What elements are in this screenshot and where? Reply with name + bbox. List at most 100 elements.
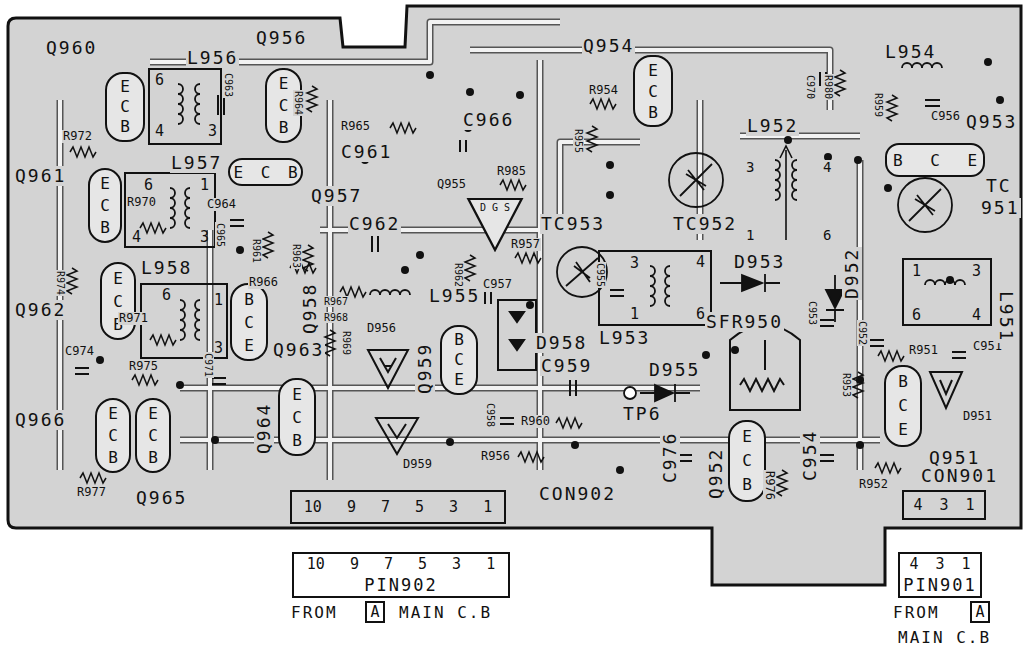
diode-symbol: [655, 385, 673, 401]
pin-text: 1: [630, 307, 639, 322]
pin-text: A: [370, 603, 379, 621]
part-label: TC952: [672, 214, 738, 234]
solder-pad: [96, 58, 1004, 474]
trimmer-capacitor: [680, 164, 712, 196]
pin-text: 4 3 1: [913, 496, 974, 514]
trimmer-capacitor: [898, 178, 952, 232]
diode-package: [930, 372, 962, 408]
coil-symbol: [650, 266, 655, 306]
capacitor-symbol: [925, 100, 940, 106]
pin-text: E C B: [119, 77, 131, 137]
part-label: C954: [800, 429, 820, 482]
component-box: A: [365, 601, 385, 623]
part-label: Q951: [928, 448, 981, 468]
solder-pad: [466, 88, 474, 96]
pin-text: 6: [912, 308, 921, 323]
copper-trace: [858, 160, 862, 470]
part-label: R957: [510, 238, 541, 251]
part-label: Q960: [45, 38, 98, 58]
part-label: FROM: [290, 604, 339, 622]
part-label: MAIN C.B: [897, 629, 992, 647]
resistor-symbol: [587, 126, 597, 152]
part-label: 3: [745, 160, 755, 175]
resistor-symbol: [263, 232, 273, 258]
transistor-outline: B C E: [230, 283, 268, 361]
pin-text: E C B: [741, 425, 753, 497]
part-label: R985: [496, 165, 527, 178]
resistor-symbol: [307, 86, 317, 112]
part-label: Q963: [272, 340, 325, 360]
solder-pad: [856, 441, 864, 449]
capacitor-symbol: [212, 378, 226, 384]
diode-package: [730, 325, 800, 410]
copper-trace: [538, 60, 542, 470]
part-label: R952: [858, 478, 889, 491]
part-label: D951: [962, 410, 993, 423]
pin-text: E C B: [233, 163, 297, 182]
solder-pad: [606, 161, 614, 169]
part-label: MAIN C.B: [398, 604, 493, 622]
pin-text: 3: [208, 124, 217, 139]
part-label: R951: [908, 344, 939, 357]
component-box: 10 9 7 5 3 1: [290, 490, 506, 524]
part-label: R964: [293, 90, 304, 116]
part-label: Q962: [14, 300, 67, 320]
capacitor-symbol: [75, 368, 89, 374]
resistor-symbol: [777, 470, 787, 496]
pin-text: 1: [200, 178, 209, 193]
coil-symbol: [195, 84, 200, 124]
part-label: CON901: [920, 466, 999, 486]
copper-trace: [207, 230, 214, 470]
copper-trace: [180, 386, 700, 390]
pin-text: 4: [972, 308, 981, 323]
solder-pad: [236, 246, 244, 254]
part-label: R967: [323, 296, 349, 307]
solder-pad: [984, 58, 992, 66]
part-label: D959: [402, 458, 433, 471]
pin-text: B C E: [893, 151, 977, 170]
resistor-symbol: [835, 70, 845, 96]
copper-trace: [180, 385, 700, 392]
transistor-outline: E C B: [633, 55, 673, 127]
part-label: C958: [485, 402, 496, 428]
part-label: D952: [842, 247, 862, 300]
resistor-symbol: [390, 123, 416, 133]
transistor-outline: E C B: [135, 398, 171, 473]
solder-pad: [884, 184, 892, 192]
part-label: C963: [223, 72, 234, 98]
resistor-symbol: [878, 351, 904, 361]
diode-symbol: [624, 387, 636, 399]
pin-text: 3: [972, 264, 981, 279]
coil-symbol: [180, 300, 185, 340]
pin-text: E C B: [647, 60, 659, 123]
part-label: R980: [823, 74, 834, 100]
pin-text: E C B: [278, 73, 290, 139]
part-label: C956: [930, 110, 961, 123]
part-label: L952: [746, 116, 799, 136]
pin-text: 6: [155, 73, 164, 88]
part-label: D956: [366, 322, 397, 335]
resistor-symbol: [132, 375, 158, 385]
pin-text: 4: [132, 230, 141, 245]
capacitor-symbol: [820, 455, 834, 461]
part-label: 951: [980, 198, 1021, 218]
copper-trace: [60, 22, 880, 480]
part-label: 6: [822, 228, 832, 243]
copper-trace: [327, 100, 334, 480]
pin-text: 3: [630, 256, 639, 271]
part-label: L957: [170, 153, 223, 173]
resistor-symbol: [853, 372, 863, 398]
coil-symbol: [902, 63, 942, 68]
resistor-symbol: [887, 95, 897, 121]
solder-pad: [784, 136, 792, 144]
copper-trace: [857, 160, 864, 470]
capacitor-symbol: [460, 140, 466, 152]
pin-text: 10 9 7 5 3 1: [304, 498, 492, 516]
resistor-symbol: [590, 99, 616, 109]
part-label: C971: [203, 352, 214, 378]
pin-text: E C B: [107, 403, 119, 469]
diode-package: [388, 424, 406, 438]
resistor-symbol: [556, 418, 582, 428]
coil-symbol: [775, 160, 780, 200]
